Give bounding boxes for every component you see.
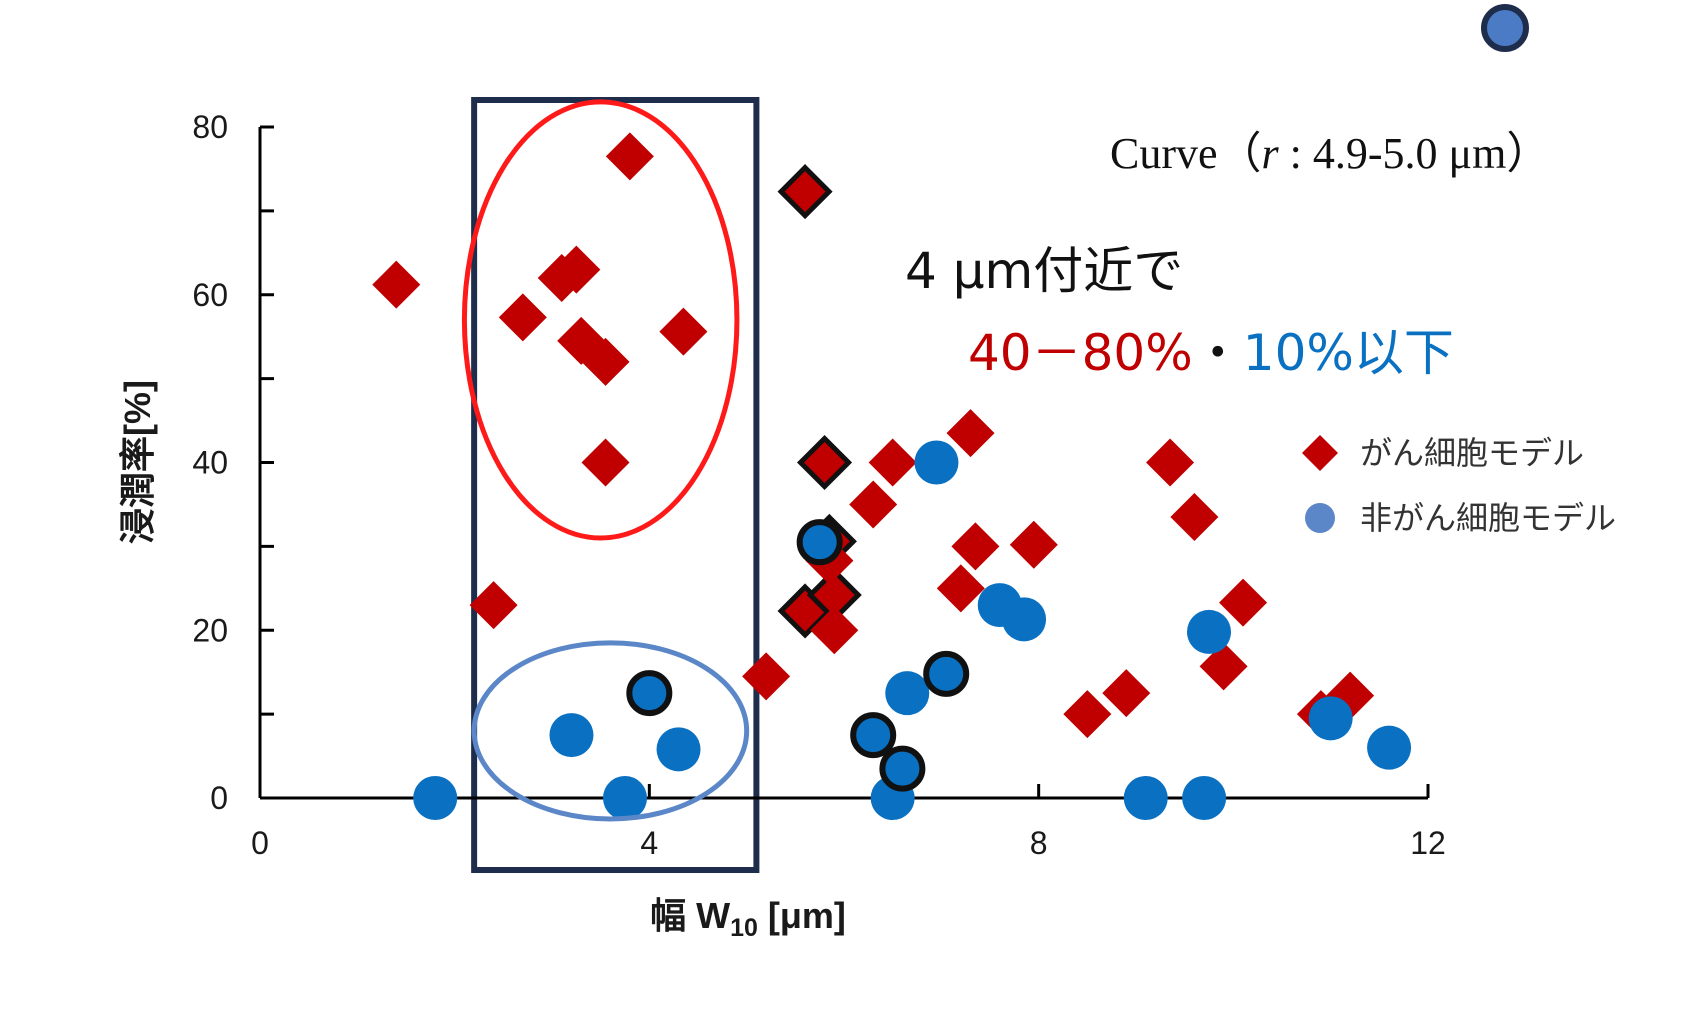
y-tick-label: 40	[192, 445, 228, 481]
noncancer-point	[850, 712, 897, 759]
noncancer-point	[413, 776, 458, 820]
cancer-point	[1219, 578, 1268, 627]
cancer-point	[1170, 493, 1219, 542]
cancer-point	[372, 260, 421, 309]
noncancer-point	[656, 727, 701, 772]
noncancer-point	[1002, 597, 1047, 642]
cancer-point	[777, 164, 833, 220]
cancer-point	[1146, 438, 1195, 487]
axes: 0 4 8 12 0 20 40 60 80	[192, 109, 1445, 861]
x-tick-label: 4	[640, 825, 658, 861]
legend-label-cancer: がん細胞モデル	[1360, 434, 1584, 472]
noncancer-point	[626, 670, 673, 717]
y-tick-label: 20	[192, 612, 228, 648]
data-marks	[372, 99, 1412, 822]
top-marker-icon	[1481, 4, 1529, 52]
annotation-ranges: 40－80%・10%以下	[968, 324, 1454, 382]
noncancer-point	[1308, 696, 1353, 741]
highlight-layer	[471, 97, 760, 873]
cancer-point	[1063, 690, 1112, 739]
noncancer-point	[923, 650, 970, 697]
cancer-point	[498, 293, 547, 342]
cancer-point	[581, 337, 630, 386]
cancer-point	[868, 438, 917, 487]
cancer-point	[1009, 520, 1058, 569]
noncancer-point	[879, 745, 926, 792]
cancer-point	[469, 581, 518, 630]
noncancer-point	[1187, 609, 1231, 654]
noncancer-point	[1367, 725, 1412, 770]
x-tick-label: 0	[251, 825, 269, 861]
noncancer-point	[914, 440, 959, 485]
y-tick-label: 80	[192, 109, 228, 145]
noncancer-point	[796, 519, 843, 566]
cancer-point	[1199, 642, 1248, 691]
curve-r: r	[1262, 129, 1280, 178]
highlight-box	[471, 97, 760, 873]
annotation-red-range: 40－80%	[968, 324, 1193, 382]
x-tick-label: 8	[1030, 825, 1048, 861]
noncancer-point	[1123, 776, 1168, 820]
x-axis-label: 幅 W10 [μm]	[650, 895, 846, 942]
cancer-point	[951, 522, 1000, 571]
cancer-point	[946, 409, 995, 458]
y-tick-label: 0	[210, 780, 228, 816]
red-ellipse	[461, 99, 740, 541]
curve-note: Curve（r : 4.9-5.0 μm）	[1110, 129, 1550, 178]
noncancer-point	[885, 671, 930, 716]
curve-prefix: Curve（	[1110, 129, 1262, 178]
cancer-point	[936, 564, 985, 613]
cancer-point	[659, 307, 708, 356]
annotation-blue-range: 10%以下	[1243, 324, 1454, 382]
cancer-point	[849, 480, 898, 529]
cancer-point	[1102, 669, 1151, 718]
legend-marker-noncancer	[1305, 503, 1335, 533]
legend-label-noncancer: 非がん細胞モデル	[1360, 499, 1616, 537]
noncancer-point	[603, 776, 647, 820]
cancer-point	[810, 606, 859, 655]
curve-suffix: : 4.9-5.0 μm）	[1279, 129, 1551, 178]
x-tick-label: 12	[1410, 825, 1446, 861]
cancer-point	[581, 438, 630, 487]
annotation-separator: ・	[1193, 324, 1243, 382]
y-tick-label: 60	[192, 277, 228, 313]
cancer-point	[742, 652, 791, 701]
cancer-point	[796, 434, 853, 491]
cancer-point	[552, 245, 601, 294]
cancer-point	[605, 132, 654, 181]
annotation-main: 4 μm付近で	[905, 242, 1183, 300]
legend-marker-cancer	[1302, 435, 1338, 471]
y-axis-label: 浸潤率[%]	[117, 380, 158, 544]
noncancer-point	[549, 713, 594, 758]
blue-ellipse	[471, 640, 750, 822]
noncancer-point	[1182, 776, 1227, 820]
